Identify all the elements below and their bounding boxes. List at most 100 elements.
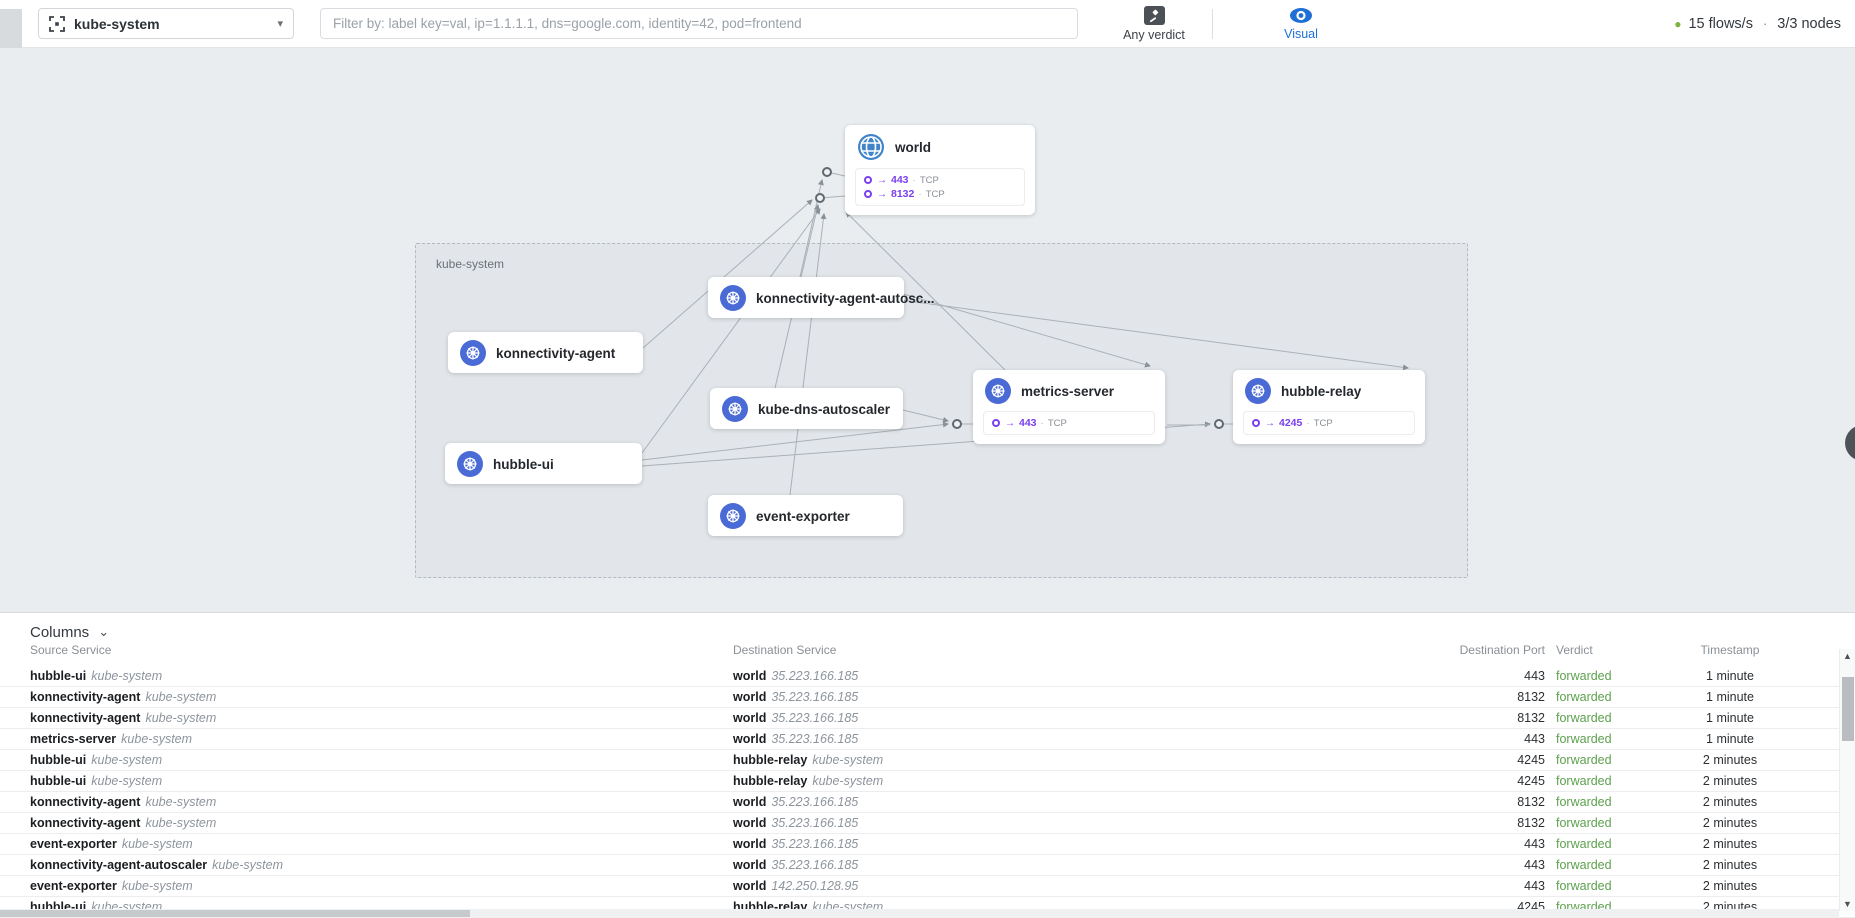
scrollbar-thumb[interactable] (0, 910, 470, 917)
timestamp-cell: 1 minute (1706, 690, 1754, 704)
service-map-edges (641, 167, 1409, 496)
destination-port-cell: 443 (1524, 879, 1545, 893)
chevron-down-icon[interactable]: ⌄ (98, 624, 110, 639)
port-separator: · (912, 174, 916, 186)
map-node-konnectivity-agent[interactable]: konnectivity-agent (448, 332, 643, 373)
verdict-cell: forwarded (1556, 774, 1612, 788)
toolbar-divider (1212, 8, 1213, 39)
kubernetes-icon (1245, 378, 1271, 404)
destination-port-cell: 8132 (1517, 711, 1545, 725)
service-map: kube-system (0, 48, 1855, 612)
verdict-cell: forwarded (1556, 732, 1612, 746)
eye-icon (1290, 7, 1312, 23)
columns-dropdown[interactable]: Columns (30, 623, 90, 641)
port-protocol: TCP (919, 174, 939, 186)
destination-port-cell: 4245 (1517, 774, 1545, 788)
scroll-up-icon[interactable]: ▲ (1843, 651, 1852, 661)
map-node-title: event-exporter (756, 508, 850, 524)
port-row[interactable]: → 443 · TCP (992, 416, 1146, 430)
header-timestamp: Timestamp (1700, 643, 1760, 657)
nodes-count-value: 3/3 nodes (1777, 15, 1841, 32)
verdict-filter-button[interactable]: Any verdict (1122, 5, 1186, 42)
verdict-cell: forwarded (1556, 753, 1612, 767)
port-protocol: TCP (925, 188, 945, 200)
caret-down-icon: ▾ (277, 18, 283, 30)
port-row[interactable]: → 443 · TCP (864, 173, 1016, 187)
kubernetes-icon (460, 340, 486, 366)
verdict-cell: forwarded (1556, 795, 1612, 809)
map-node-hubble-relay[interactable]: hubble-relay → 4245 · TCP (1233, 370, 1425, 444)
timestamp-cell: 2 minutes (1702, 837, 1758, 851)
port-row[interactable]: → 8132 · TCP (864, 187, 1016, 201)
status-separator: · (1762, 16, 1768, 31)
status-green-dot-icon: ● (1674, 16, 1682, 31)
map-node-hubble-ui[interactable]: hubble-ui (445, 443, 642, 484)
arrow-right-icon: → (1265, 417, 1275, 429)
gavel-icon (1143, 5, 1165, 25)
port-row[interactable]: → 4245 · TCP (1252, 416, 1406, 430)
map-node-konnectivity-agent-autoscaler[interactable]: konnectivity-agent-autosc... (708, 277, 935, 318)
flows-table-panel: Columns ⌄ Source Service Destination Ser… (0, 612, 1855, 918)
verdict-cell: forwarded (1556, 837, 1612, 851)
map-node-title: konnectivity-agent (496, 345, 616, 361)
kubernetes-icon (985, 378, 1011, 404)
map-node-metrics-server[interactable]: metrics-server → 443 · TCP (973, 370, 1165, 444)
port-number: 8132 (891, 188, 915, 200)
globe-icon (858, 134, 884, 160)
timestamp-cell: 2 minutes (1702, 795, 1758, 809)
map-node-world[interactable]: world → 443 · TCP → 8132 · TCP (845, 125, 1035, 215)
map-action-button[interactable] (1845, 425, 1855, 461)
port-lock-icon (864, 190, 872, 198)
table-vertical-scrollbar[interactable]: ▲ ▼ (1839, 649, 1855, 911)
port-number: 443 (891, 174, 909, 186)
kubernetes-icon (722, 396, 748, 422)
port-separator: · (1040, 417, 1044, 429)
visual-view-button[interactable]: Visual (1269, 7, 1333, 41)
map-node-kube-dns-autoscaler[interactable]: kube-dns-autoscaler (710, 388, 903, 429)
flow-filter-input[interactable] (320, 8, 1078, 39)
cluster-status: ● 15 flows/s · 3/3 nodes (1674, 16, 1841, 32)
visual-view-label: Visual (1284, 26, 1318, 41)
destination-port-cell: 443 (1524, 732, 1545, 746)
scroll-down-icon[interactable]: ▼ (1843, 899, 1852, 909)
destination-port-cell: 8132 (1517, 816, 1545, 830)
header-destination-service: Destination Service (733, 643, 837, 657)
port-number: 443 (1019, 417, 1037, 429)
port-lock-icon (1252, 419, 1260, 427)
arrow-right-icon: → (877, 174, 887, 186)
verdict-cell: forwarded (1556, 858, 1612, 872)
window-edge-decoration (0, 9, 22, 48)
table-horizontal-scrollbar[interactable] (0, 909, 1839, 918)
flows-rate-value: 15 flows/s (1688, 15, 1753, 32)
scrollbar-thumb[interactable] (1842, 677, 1854, 741)
map-node-event-exporter[interactable]: event-exporter (708, 495, 903, 536)
timestamp-cell: 2 minutes (1702, 774, 1758, 788)
namespace-selector[interactable]: kube-system ▾ (38, 8, 294, 39)
timestamp-cell: 2 minutes (1702, 816, 1758, 830)
